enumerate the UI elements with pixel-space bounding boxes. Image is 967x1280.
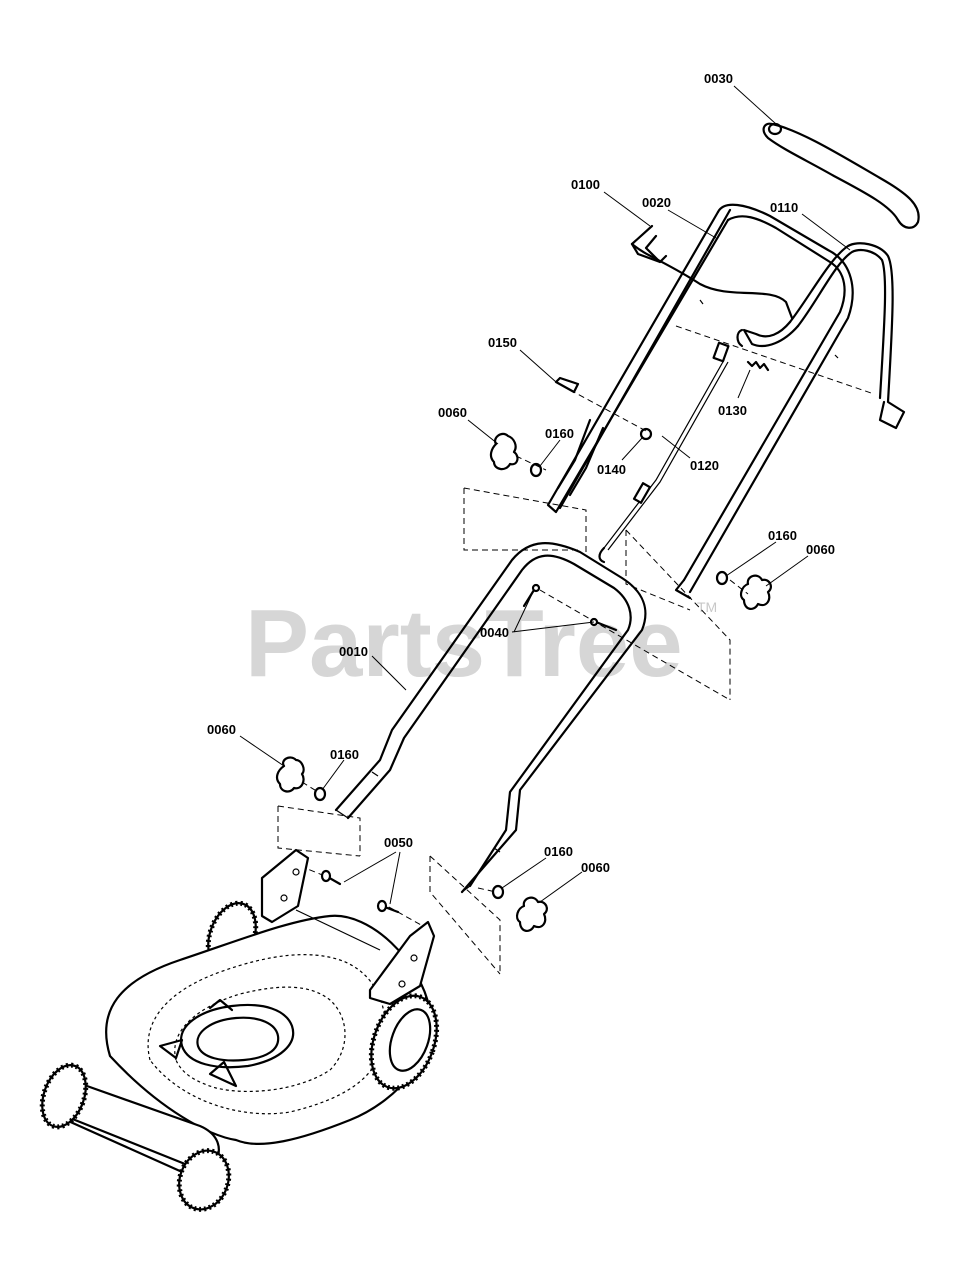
callout-0030: 0030 <box>704 71 733 86</box>
callout-0160-upper: 0160 <box>545 426 574 441</box>
knob-left <box>275 756 327 802</box>
callout-0060-left: 0060 <box>207 722 236 737</box>
callout-0010: 0010 <box>339 644 368 659</box>
assembly-guides-upper <box>463 325 875 701</box>
assembly-guides-lower <box>277 781 501 975</box>
handle-grip <box>762 122 920 229</box>
callout-0130: 0130 <box>718 403 747 418</box>
callout-0160-right: 0160 <box>768 528 797 543</box>
callout-0110: 0110 <box>770 200 798 215</box>
bolts-0050 <box>320 869 400 914</box>
control-cable <box>598 328 744 564</box>
callout-0160-left: 0160 <box>330 747 359 762</box>
callout-0150: 0150 <box>488 335 517 350</box>
knob-lower-right <box>491 884 548 932</box>
watermark: PartsTree TM <box>245 590 717 697</box>
callout-leaders <box>239 85 851 905</box>
knob-right <box>715 570 772 610</box>
callout-0120: 0120 <box>690 458 719 473</box>
knob-upper-left <box>489 432 519 471</box>
callout-0050: 0050 <box>384 835 413 850</box>
watermark-tm: TM <box>697 599 717 615</box>
callout-0100: 0100 <box>571 177 600 192</box>
lower-handle <box>334 542 647 894</box>
brake-wire <box>630 224 794 320</box>
callout-0060-right: 0060 <box>806 542 835 557</box>
callout-0040: 0040 <box>480 625 509 640</box>
watermark-text: PartsTree <box>245 590 683 697</box>
callout-0020: 0020 <box>642 195 671 210</box>
callout-labels: 0030 0100 0020 0110 0150 0130 0060 0160 … <box>207 71 835 875</box>
upper-handle <box>546 203 854 600</box>
callout-0060-lower: 0060 <box>581 860 610 875</box>
callout-0060-upper: 0060 <box>438 405 467 420</box>
callout-0140: 0140 <box>597 462 626 477</box>
mower-deck <box>39 848 440 1212</box>
operator-bail <box>742 242 906 430</box>
spring <box>746 360 770 372</box>
callout-0160-lower: 0160 <box>544 844 573 859</box>
